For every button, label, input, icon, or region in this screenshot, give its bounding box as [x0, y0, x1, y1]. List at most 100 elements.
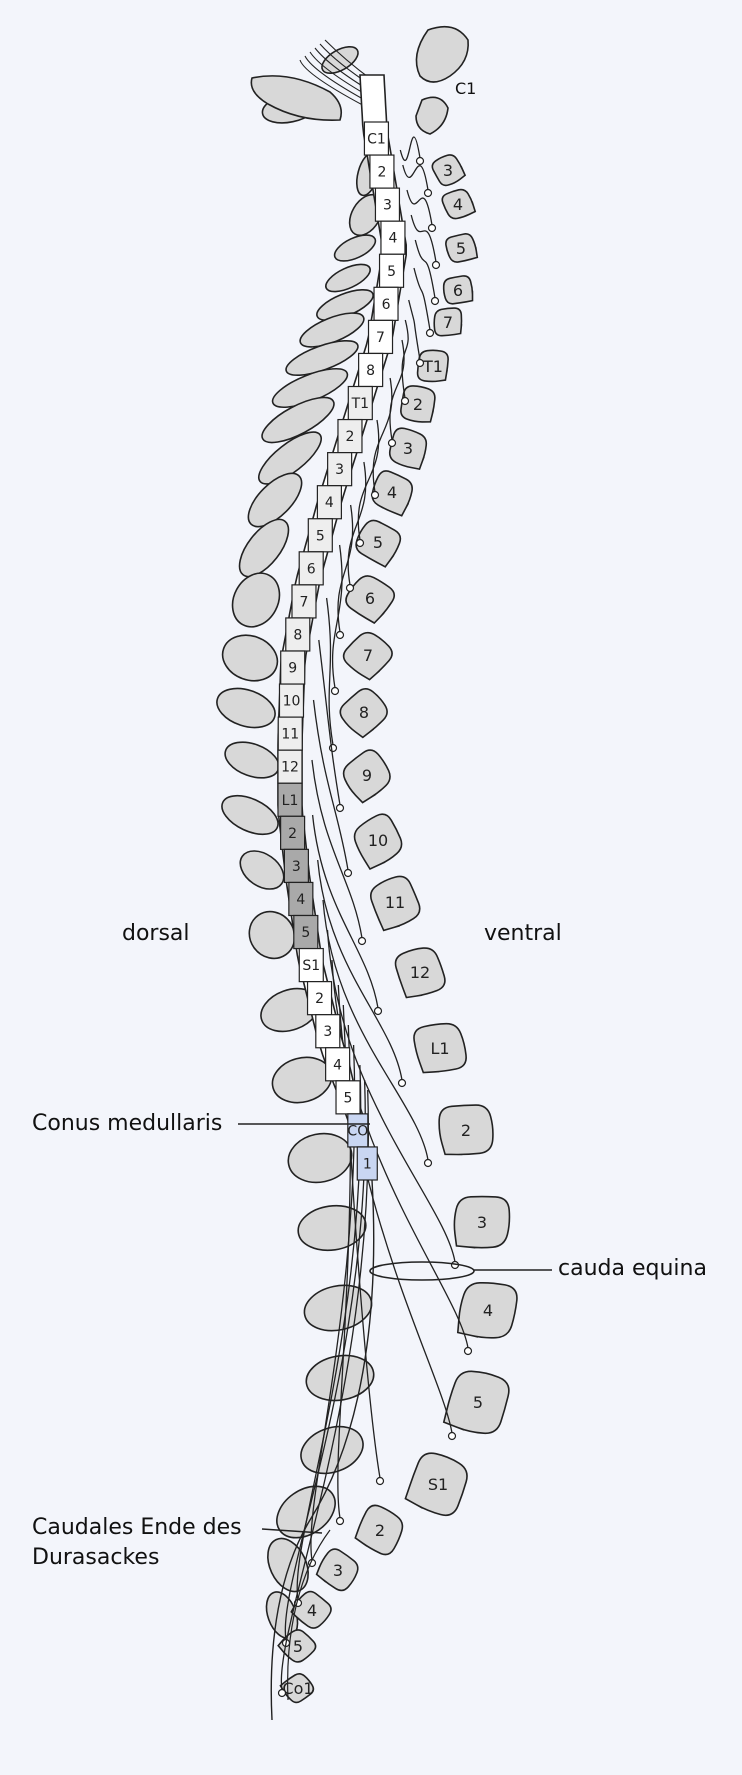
dura-pointer-line	[261, 1528, 323, 1534]
vertebra-body-19	[438, 1104, 494, 1156]
spinous-process-25	[297, 1204, 367, 1252]
spinous-process-20	[239, 850, 285, 890]
nerve-ganglion-9	[387, 438, 397, 448]
cord-segment-1	[363, 121, 390, 156]
nerve-root-2	[402, 164, 429, 191]
cord-segment-label-24: 4	[296, 892, 305, 908]
cord-segment-label-15: 7	[300, 594, 309, 610]
cord-segment-label-19: 11	[281, 727, 299, 743]
cord-segment-30	[335, 1080, 361, 1115]
cord-segment-label-31: CO	[347, 1123, 368, 1139]
vertebra-label-11: 6	[365, 589, 375, 608]
cord-segment-8	[358, 352, 384, 388]
cord-segment-label-26: S1	[302, 958, 320, 974]
dura-end-label-line1: Caudales Ende des	[32, 1515, 242, 1540]
vertebra-body-17	[394, 947, 446, 999]
vertebra-body-1	[431, 154, 467, 187]
cord-segment-20	[277, 749, 303, 784]
vertebra-label-14: 9	[362, 766, 372, 785]
cord-segment-label-5: 5	[387, 264, 396, 280]
vertebra-label-8: 3	[403, 439, 413, 458]
vertebra-label-21: 4	[483, 1301, 493, 1320]
cord-segment-label-23: 3	[292, 859, 301, 875]
nerve-ganglion-5	[430, 296, 440, 306]
nerve-ganglion-25	[375, 1476, 385, 1486]
cord-segment-label-8: 8	[366, 363, 375, 379]
cord-segment-4	[380, 220, 406, 255]
vertebra-body-5	[433, 307, 463, 337]
spinous-process-12	[258, 431, 322, 485]
nerve-root-14	[331, 544, 343, 689]
cord-segment-label-6: 6	[382, 297, 391, 313]
vertebra-body-22	[442, 1370, 510, 1435]
nerve-ganglion-14	[330, 686, 340, 696]
nerve-root-10	[372, 377, 393, 493]
nerve-ganglion-30	[277, 1688, 287, 1698]
cord-segment-14	[298, 551, 324, 586]
vertebra-label-18: L1	[430, 1039, 449, 1058]
vertebra-body-20	[453, 1195, 511, 1249]
vertebra-label-24: 2	[375, 1521, 385, 1540]
cord-segment-label-2: 2	[377, 165, 386, 181]
nerve-root-21	[322, 899, 429, 1161]
spinous-process-29	[276, 1485, 336, 1539]
spinous-process-19	[221, 794, 279, 836]
nerve-root-12	[347, 461, 367, 586]
vertebra-body-7	[400, 385, 436, 423]
vertebra-body-13	[339, 688, 388, 739]
cord-segment-label-12: 4	[325, 495, 334, 511]
vertebra-label-26: 4	[307, 1601, 317, 1620]
cord-segment-32	[356, 1146, 378, 1181]
nerve-root-22	[326, 929, 456, 1263]
cord-segment-label-7: 7	[376, 330, 385, 346]
cord-segment-label-3: 3	[383, 198, 392, 214]
cord-segment-label-9: T1	[351, 396, 369, 412]
spinous-process-6	[325, 263, 371, 293]
nerve-root-17	[312, 699, 349, 871]
cauda-equina-label: cauda equina	[558, 1256, 707, 1281]
spinous-process-16	[221, 634, 279, 682]
spinous-process-24	[287, 1132, 353, 1184]
nerve-roots	[270, 39, 473, 1721]
nerve-ganglion-15	[328, 743, 338, 753]
cord-segment-label-32: 1	[363, 1156, 372, 1172]
vertebra-label-12: 7	[363, 646, 373, 665]
vertebra-body-23	[404, 1452, 468, 1517]
ventral-label: ventral	[484, 921, 562, 946]
nerve-ganglion-12	[345, 583, 355, 593]
vertebra-body-25	[315, 1548, 359, 1592]
vertebra-body-15	[353, 813, 403, 871]
cord-segment-19	[277, 716, 303, 751]
vertebra-body-16	[369, 875, 421, 932]
cord-segment-9	[347, 385, 373, 421]
spinous-process-26	[303, 1284, 373, 1332]
nerve-ganglion-21	[423, 1158, 433, 1168]
cord-segment-label-30: 5	[344, 1090, 353, 1106]
nerve-root-5	[414, 239, 436, 299]
spinous-process-17	[216, 687, 276, 729]
spinous-process-5	[333, 234, 377, 262]
nerve-root-20	[317, 859, 403, 1081]
nerve-root-27	[310, 1044, 356, 1561]
vertebra-label-15: 10	[368, 831, 388, 850]
vertebra-label-22: 5	[473, 1393, 483, 1412]
anterior-arch	[415, 25, 469, 83]
filum-terminale	[270, 1179, 375, 1721]
vertebra-body-21	[456, 1281, 518, 1339]
vertebra-body-4	[442, 275, 474, 305]
nerve-ganglion-8	[400, 396, 410, 406]
nerve-root-16	[318, 639, 341, 806]
vertebra-label-23: S1	[428, 1475, 448, 1494]
nerve-root-6	[413, 267, 431, 331]
nerve-root-4	[410, 214, 437, 263]
nerve-ganglion-13	[335, 630, 345, 640]
vertebra-label-20: 3	[477, 1213, 487, 1232]
cord-segment-label-18: 10	[283, 694, 301, 710]
cord-segment-2	[369, 154, 395, 189]
dural-sac-end	[287, 1529, 331, 1701]
atlas-process	[415, 96, 449, 135]
cord-segment-23	[283, 848, 309, 884]
